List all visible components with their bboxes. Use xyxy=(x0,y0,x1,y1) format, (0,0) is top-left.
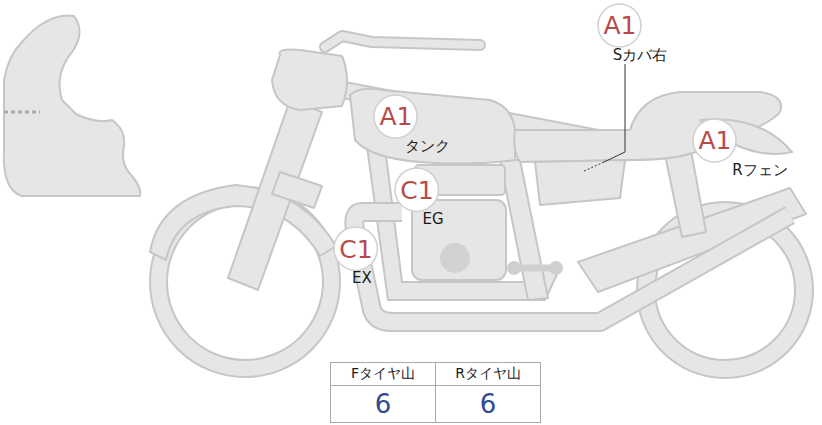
part-name: EG xyxy=(422,211,443,228)
part-name: Rフェン xyxy=(732,162,787,179)
tread-depth-value: 6 xyxy=(480,389,497,419)
callout-code: C1 xyxy=(339,237,372,262)
table-header: Fタイヤ山 xyxy=(351,365,415,383)
part-name: EX xyxy=(352,270,372,287)
table-header: Rタイヤ山 xyxy=(455,365,521,383)
table-cell: Fタイヤ山 xyxy=(330,362,436,386)
table-cell: Rタイヤ山 xyxy=(435,362,541,386)
callout-code: A1 xyxy=(698,128,731,153)
callout-circle: A1タンク xyxy=(373,94,418,139)
callout-code: C1 xyxy=(400,178,433,203)
callout-circle: C1EG xyxy=(394,167,439,212)
tread-depth-value: 6 xyxy=(375,389,392,419)
callout-code: A1 xyxy=(603,13,636,38)
callout-circle: A1Rフェン xyxy=(692,118,737,163)
table-cell: 6 xyxy=(435,385,541,423)
table-cell: 6 xyxy=(330,385,436,423)
part-name: タンク xyxy=(405,138,450,155)
callout-circle: A1Sカバ右 xyxy=(597,3,642,48)
part-name: Sカバ右 xyxy=(613,47,668,64)
callout-code: A1 xyxy=(379,104,412,129)
callout-circle: C1EX xyxy=(333,226,378,271)
